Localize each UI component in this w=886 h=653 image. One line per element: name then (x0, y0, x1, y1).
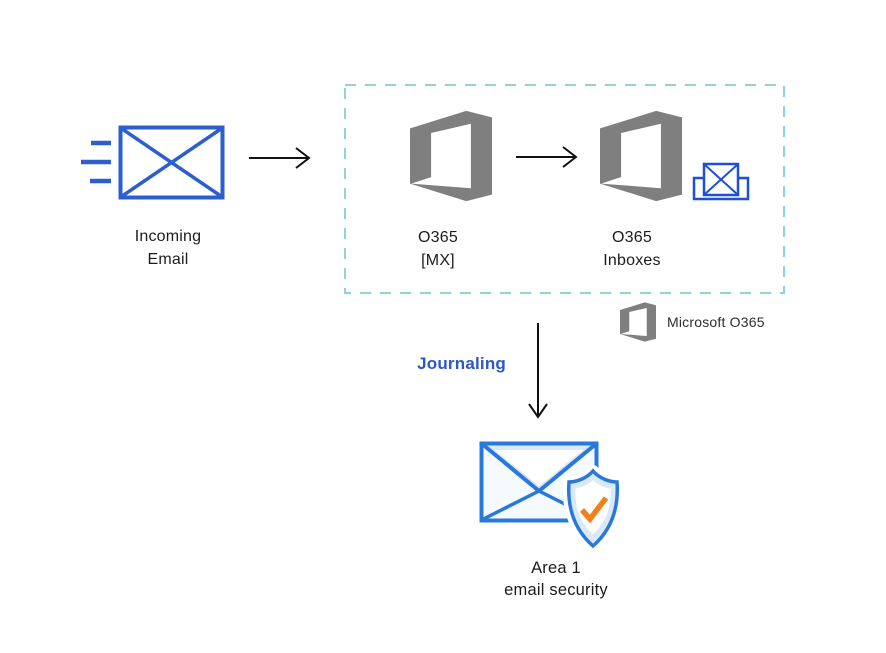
o365-inboxes-label-line2: Inboxes (603, 252, 661, 269)
area1-envelope-shield-icon (479, 441, 624, 552)
incoming-email-label-line1: Incoming (134, 228, 202, 245)
area1-label-line2: email security (504, 581, 608, 599)
security-shield-check-icon (562, 465, 624, 552)
arrow-right-icon-1 (249, 147, 311, 169)
area1-label-line1: Area 1 (531, 559, 581, 577)
incoming-email-label-line2: Email (147, 251, 189, 268)
incoming-envelope-icon (118, 125, 225, 200)
speed-lines-icon (81, 140, 111, 184)
o365-mx-label: O365 [MX] (385, 226, 491, 272)
o365-mx-label-line2: [MX] (421, 252, 455, 269)
check-icon (579, 496, 609, 524)
o365-mx-label-line1: O365 (418, 229, 458, 246)
office365-logo-small (620, 302, 656, 342)
office365-logo-mx (410, 110, 492, 202)
office365-logo-inboxes (600, 110, 682, 202)
o365-inboxes-label: O365 Inboxes (579, 226, 685, 272)
journaling-label: Journaling (417, 354, 506, 373)
inbox-tray-envelope-icon (692, 162, 750, 201)
legend-label: Microsoft O365 (667, 314, 765, 330)
o365-inboxes-label-line1: O365 (612, 229, 652, 246)
o365-boundary-box (344, 84, 785, 294)
arrow-right-icon-2 (516, 146, 578, 168)
arrow-down-icon (528, 323, 548, 419)
incoming-email-label: Incoming Email (110, 225, 226, 271)
area1-label: Area 1 email security (481, 557, 631, 601)
